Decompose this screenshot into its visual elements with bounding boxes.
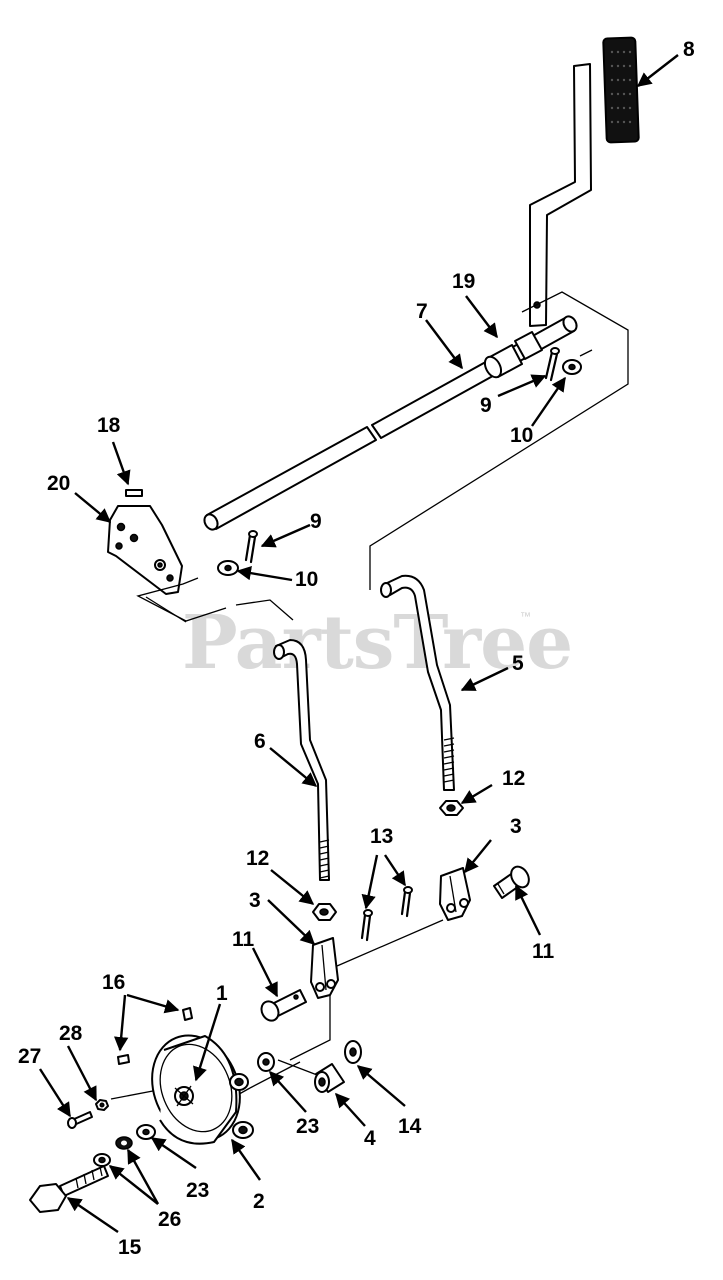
callout-12-left: 12 (246, 847, 269, 870)
callout-18: 18 (97, 414, 121, 437)
callout-19: 19 (452, 270, 475, 293)
jam-nut-right (439, 800, 464, 816)
hex-bolt (29, 1165, 109, 1213)
jam-nut-left (312, 903, 337, 921)
callout-26: 26 (158, 1208, 181, 1231)
callout-10-right: 10 (510, 424, 533, 447)
callout-7: 7 (416, 300, 428, 323)
control-rod-right (380, 574, 455, 791)
callout-15: 15 (118, 1236, 142, 1259)
cotter-pin-right (544, 347, 560, 382)
callout-23-lower: 23 (186, 1179, 209, 1202)
callout-16: 16 (102, 971, 125, 994)
watermark: PartsTree (182, 600, 572, 686)
small-screw (67, 1111, 93, 1129)
bracket (107, 505, 183, 595)
small-nut (95, 1099, 109, 1111)
clevis-pin-right (493, 865, 530, 899)
callout-23-upper: 23 (296, 1115, 319, 1138)
set-screw-lower (117, 1054, 130, 1065)
lock-washer-2 (115, 1136, 133, 1150)
callout-13: 13 (370, 825, 393, 848)
callout-10-left: 10 (295, 568, 318, 591)
pedal-arm (529, 63, 592, 327)
washer-lower (136, 1124, 156, 1140)
pedal-pad (602, 36, 640, 144)
clevis-pin-left (260, 989, 307, 1022)
callout-28: 28 (59, 1022, 83, 1045)
callout-6: 6 (254, 730, 266, 753)
cotter-pin-left (244, 530, 258, 564)
callout-4: 4 (364, 1127, 376, 1150)
hairpin-clips (360, 886, 413, 942)
spacer (314, 1063, 345, 1093)
control-rod-left (273, 639, 330, 881)
callout-14: 14 (398, 1115, 422, 1138)
flat-washer-large (344, 1040, 362, 1064)
callout-1: 1 (216, 982, 228, 1005)
washer-right (562, 359, 582, 375)
clevis-right (439, 867, 471, 921)
callout-12-right: 12 (502, 767, 525, 790)
callout-20: 20 (47, 472, 70, 495)
roll-pin (125, 489, 143, 497)
callout-9-right: 9 (480, 394, 492, 417)
callout-arrows (38, 54, 679, 1233)
lock-washer-1 (93, 1153, 111, 1167)
washer-left (217, 560, 239, 576)
callout-8: 8 (683, 38, 695, 61)
callout-labels: 8 19 7 9 10 18 20 9 10 5 6 12 3 13 12 3 … (18, 38, 695, 1259)
callout-5: 5 (512, 652, 524, 675)
bushing (483, 331, 543, 379)
callout-27: 27 (18, 1045, 41, 1068)
washer-upper (257, 1052, 275, 1072)
callout-11-left: 11 (232, 928, 255, 951)
callout-3-left: 3 (249, 889, 261, 912)
watermark-trademark: ™ (520, 611, 531, 623)
pulley-drum (151, 1034, 254, 1145)
assembly-lines (110, 291, 629, 1121)
callout-11-right: 11 (532, 940, 555, 963)
callout-3-right: 3 (510, 815, 522, 838)
callout-9-left: 9 (310, 510, 322, 533)
callout-2: 2 (253, 1190, 265, 1213)
set-screw-upper (182, 1007, 193, 1021)
clevis-left (310, 937, 339, 999)
